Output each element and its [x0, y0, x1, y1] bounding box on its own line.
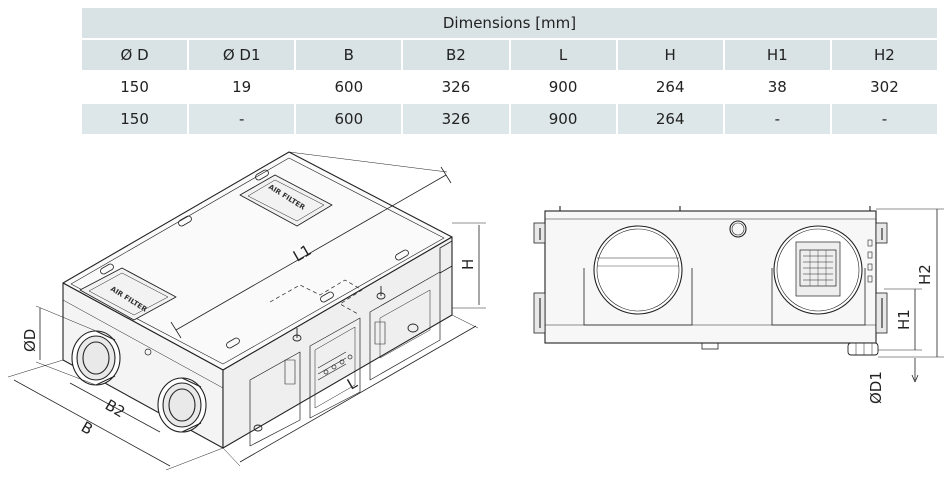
- dim-label-h: H: [459, 259, 477, 270]
- isometric-unit-view: [62, 151, 453, 449]
- table-row: 150 - 600 326 900 264 - -: [82, 104, 937, 134]
- header-od1: Ø D1: [189, 40, 295, 70]
- dimensions-table: Dimensions [mm] Ø D Ø D1 B B2 L H H1 H2 …: [80, 6, 939, 136]
- cell: 900: [510, 72, 616, 102]
- header-od: Ø D: [82, 40, 188, 70]
- cell: 150: [82, 104, 188, 134]
- cell: -: [189, 104, 295, 134]
- dim-label-od: ØD: [21, 329, 39, 352]
- header-b2: B2: [403, 40, 509, 70]
- table-title: Dimensions [mm]: [82, 8, 937, 38]
- iso-dimension-lines: [7, 151, 486, 471]
- header-h1: H1: [724, 40, 830, 70]
- dim-label-h1: H1: [895, 309, 913, 330]
- cell: 264: [617, 104, 723, 134]
- dim-label-b2: B2: [102, 396, 128, 422]
- duct-spigot-left: [71, 330, 121, 386]
- header-l: L: [510, 40, 616, 70]
- side-dimension-lines: [876, 208, 944, 383]
- cell: 302: [831, 72, 937, 102]
- header-b: B: [296, 40, 402, 70]
- filter-plate-top: [239, 174, 333, 227]
- side-top-port: [729, 220, 747, 238]
- cell: 38: [724, 72, 830, 102]
- cell: 326: [403, 72, 509, 102]
- side-duct-left: [593, 225, 683, 315]
- cell: 19: [189, 72, 295, 102]
- technical-drawing: AIR FILTER AIR FILTER L1 H L B B2 ØD: [7, 151, 944, 471]
- filter-plate-front: [79, 267, 177, 321]
- dim-label-h2: H2: [916, 264, 934, 285]
- cell: -: [724, 104, 830, 134]
- header-h2: H2: [831, 40, 937, 70]
- header-h: H: [617, 40, 723, 70]
- dim-label-b: B: [78, 418, 96, 439]
- cell: 600: [296, 72, 402, 102]
- cell: 900: [510, 104, 616, 134]
- cell: -: [831, 104, 937, 134]
- side-unit-view: [533, 206, 888, 356]
- cell: 326: [403, 104, 509, 134]
- table-header-row: Ø D Ø D1 B B2 L H H1 H2: [82, 40, 937, 70]
- cell: 264: [617, 72, 723, 102]
- duct-spigot-right: [157, 377, 207, 433]
- cell: 150: [82, 72, 188, 102]
- dim-label-od1: ØD1: [867, 371, 885, 404]
- dim-label-l: L: [344, 373, 361, 393]
- fan-icon: [795, 241, 841, 297]
- table-row: 150 19 600 326 900 264 38 302: [82, 72, 937, 102]
- cell: 600: [296, 104, 402, 134]
